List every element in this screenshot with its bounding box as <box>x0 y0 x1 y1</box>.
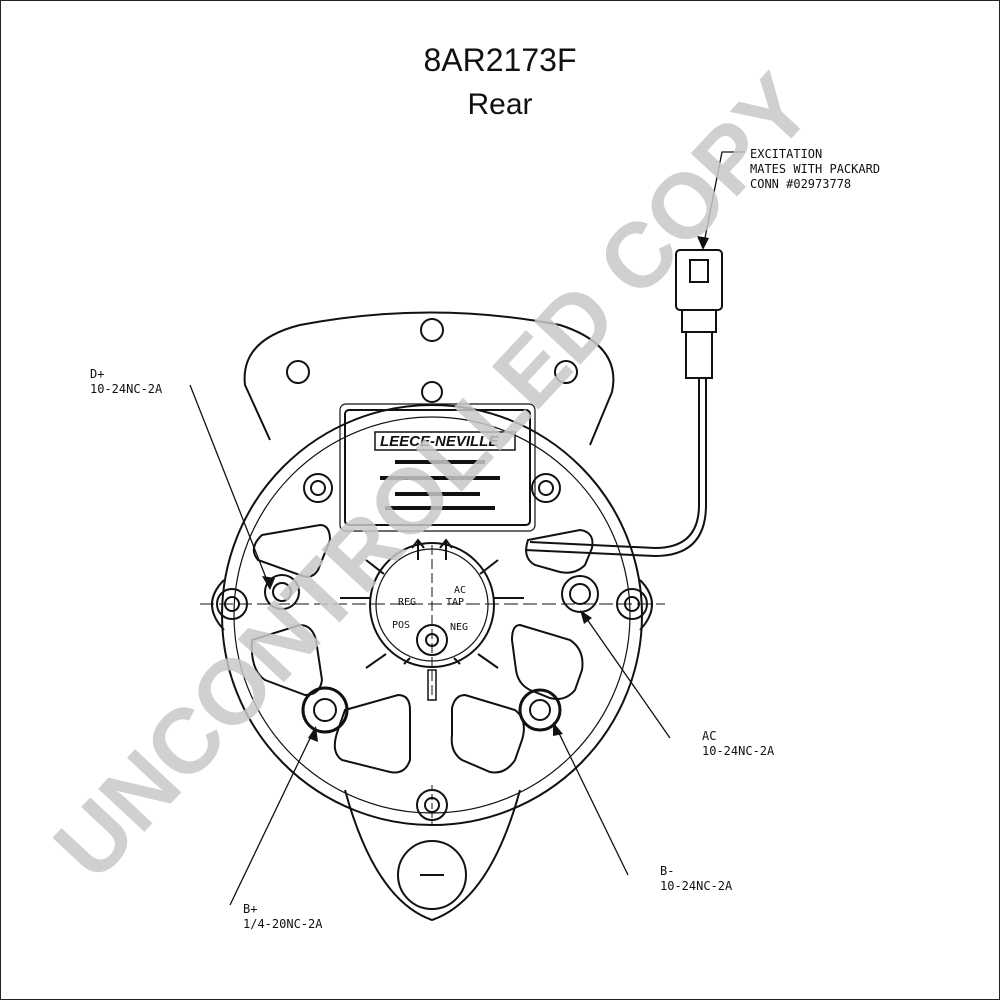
neg-mark: NEG <box>450 622 468 633</box>
top-mounting-holes <box>286 318 578 403</box>
cooling-slots <box>250 523 594 774</box>
excitation-label-line1: EXCITATION <box>750 147 822 161</box>
excitation-connector <box>524 249 723 558</box>
excitation-label-line3: CONN #02973778 <box>750 177 851 191</box>
d-plus-thread: 10-24NC-2A <box>90 382 163 396</box>
b-minus-thread: 10-24NC-2A <box>660 879 733 893</box>
terminal-studs <box>216 574 648 825</box>
pos-mark: POS <box>392 620 410 631</box>
d-plus-label: D+ <box>90 367 104 381</box>
excitation-label-line2: MATES WITH PACKARD <box>750 162 880 176</box>
ac-label: AC <box>702 729 716 743</box>
brand-label: LEECE-NEVILLE <box>380 433 499 450</box>
b-plus-thread: 1/4-20NC-2A <box>243 917 323 931</box>
leader-arrowheads <box>262 236 709 742</box>
ac-tap-mark-1: AC <box>454 585 466 596</box>
center-hub <box>200 538 665 701</box>
ac-thread: 10-24NC-2A <box>702 744 775 758</box>
voltage-regulator <box>303 403 561 532</box>
page-title: 8AR2173F <box>423 42 577 78</box>
uncontrolled-copy-watermark: UNCONTROLLED COPY <box>35 55 831 898</box>
leader-lines <box>189 151 745 906</box>
b-plus-label: B+ <box>243 902 257 916</box>
page-subtitle: Rear <box>467 88 533 121</box>
ac-tap-mark-2: TAP <box>446 597 464 608</box>
b-minus-label: B- <box>660 864 674 878</box>
reg-mark: REG <box>398 597 416 608</box>
